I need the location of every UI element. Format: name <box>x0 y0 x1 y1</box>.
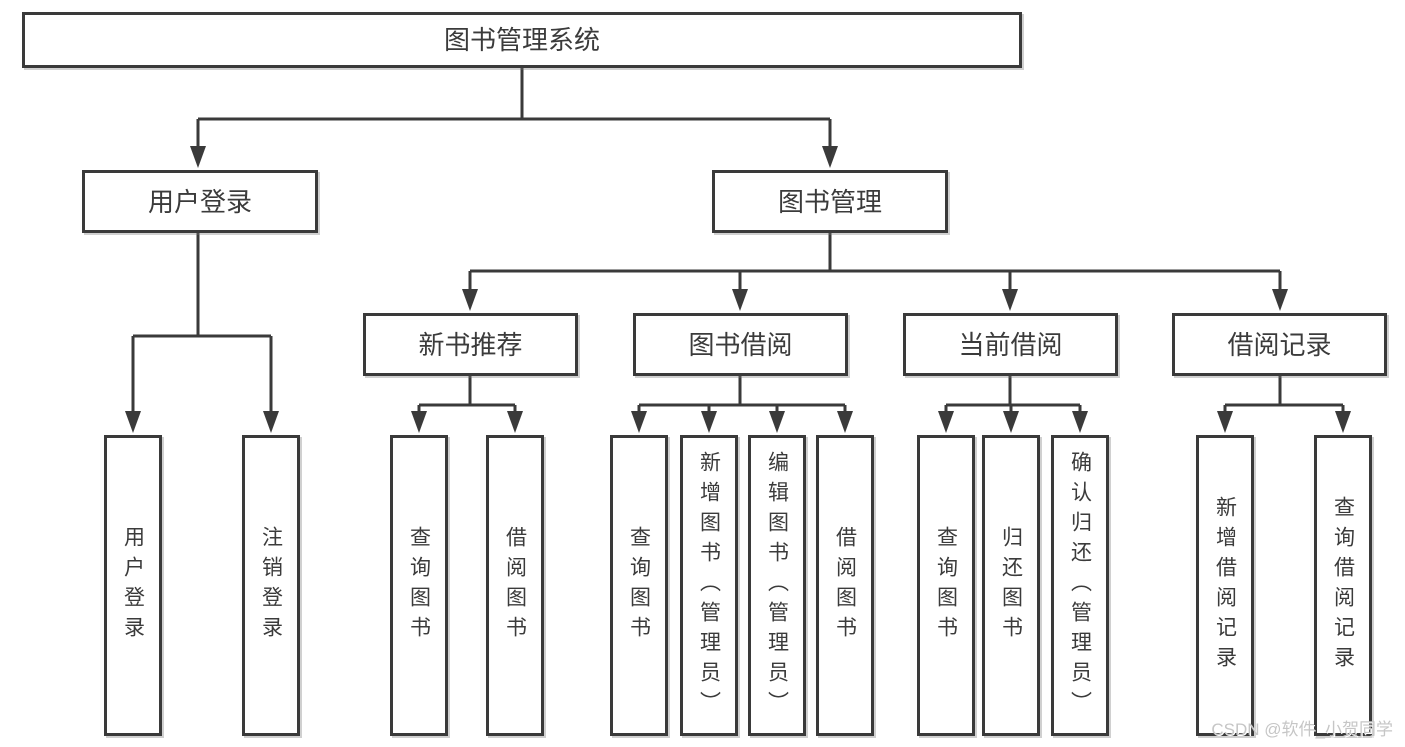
leaf-query-borrow-record: 查询借阅记录 <box>1314 435 1372 736</box>
node-book-borrow-label: 图书借阅 <box>688 329 793 360</box>
leaf-confirm-return-admin: 确认归还（管理员） <box>1051 435 1109 736</box>
node-book-management: 图书管理 <box>712 170 948 233</box>
leaf-query-books-2: 查询图书 <box>610 435 668 736</box>
leaf-query-books-2-label: 查询图书 <box>627 525 651 646</box>
leaf-logout-label: 注销登录 <box>259 525 283 646</box>
leaf-add-borrow-record-label: 新增借阅记录 <box>1213 495 1237 676</box>
node-current-borrow: 当前借阅 <box>903 313 1118 376</box>
node-user-login-label: 用户登录 <box>147 186 252 217</box>
leaf-borrow-books-1-label: 借阅图书 <box>503 525 527 646</box>
node-current-borrow-label: 当前借阅 <box>958 329 1063 360</box>
leaf-query-books-1-label: 查询图书 <box>407 525 431 646</box>
leaf-borrow-books-1: 借阅图书 <box>486 435 544 736</box>
node-user-login: 用户登录 <box>82 170 318 233</box>
leaf-return-book: 归还图书 <box>982 435 1040 736</box>
leaf-add-borrow-record: 新增借阅记录 <box>1196 435 1254 736</box>
node-borrow-records: 借阅记录 <box>1172 313 1387 376</box>
leaf-borrow-books-2: 借阅图书 <box>816 435 874 736</box>
leaf-borrow-books-2-label: 借阅图书 <box>833 525 857 646</box>
node-borrow-records-label: 借阅记录 <box>1227 329 1332 360</box>
leaf-add-book-admin-label: 新增图书（管理员） <box>697 450 721 721</box>
leaf-return-book-label: 归还图书 <box>999 525 1023 646</box>
leaf-user-login: 用户登录 <box>104 435 162 736</box>
node-root: 图书管理系统 <box>22 12 1022 68</box>
leaf-query-books-3: 查询图书 <box>917 435 975 736</box>
node-new-book-recommend-label: 新书推荐 <box>418 329 523 360</box>
leaf-logout: 注销登录 <box>242 435 300 736</box>
leaf-user-login-label: 用户登录 <box>121 525 145 646</box>
leaf-edit-book-admin-label: 编辑图书（管理员） <box>765 450 789 721</box>
leaf-query-borrow-record-label: 查询借阅记录 <box>1331 495 1355 676</box>
node-root-label: 图书管理系统 <box>443 25 600 55</box>
leaf-add-book-admin: 新增图书（管理员） <box>680 435 738 736</box>
node-book-management-label: 图书管理 <box>777 186 882 217</box>
leaf-query-books-1: 查询图书 <box>390 435 448 736</box>
leaf-edit-book-admin: 编辑图书（管理员） <box>748 435 806 736</box>
leaf-confirm-return-admin-label: 确认归还（管理员） <box>1068 450 1092 721</box>
leaf-query-books-3-label: 查询图书 <box>934 525 958 646</box>
node-book-borrow: 图书借阅 <box>633 313 848 376</box>
watermark: CSDN @软件_小贺同学 <box>1211 720 1393 739</box>
node-new-book-recommend: 新书推荐 <box>363 313 578 376</box>
